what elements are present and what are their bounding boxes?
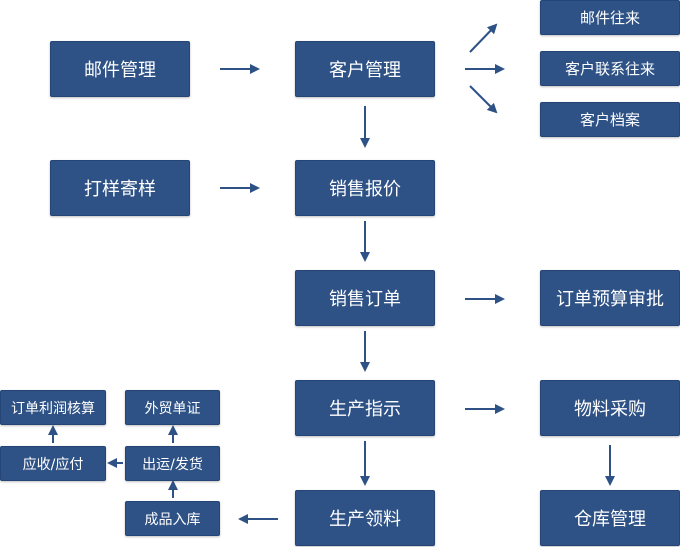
node-material-purchase[interactable]: 物料采购 (540, 380, 680, 436)
node-finished-goods-inbound[interactable]: 成品入库 (125, 501, 220, 536)
node-shipment-delivery[interactable]: 出运/发货 (125, 446, 220, 481)
node-customer-archive[interactable]: 客户档案 (540, 102, 680, 137)
node-material-issue[interactable]: 生产领料 (295, 490, 435, 546)
node-order-profit-accounting[interactable]: 订单利润核算 (0, 390, 106, 425)
node-mail-management[interactable]: 邮件管理 (50, 41, 190, 97)
node-order-budget-approval[interactable]: 订单预算审批 (540, 270, 680, 326)
node-receivable-payable[interactable]: 应收/应付 (0, 446, 106, 481)
node-sample-sending[interactable]: 打样寄样 (50, 160, 190, 216)
arrow-customer-to-archive (469, 85, 498, 114)
node-warehouse-management[interactable]: 仓库管理 (540, 490, 680, 546)
node-customer-contact-exchange[interactable]: 客户联系往来 (540, 51, 680, 86)
node-sales-quote[interactable]: 销售报价 (295, 160, 435, 216)
node-foreign-trade-documents[interactable]: 外贸单证 (125, 390, 220, 425)
node-sales-order[interactable]: 销售订单 (295, 270, 435, 326)
node-customer-management[interactable]: 客户管理 (295, 41, 435, 97)
arrow-customer-to-mail-exchange (469, 23, 498, 53)
node-production-instruction[interactable]: 生产指示 (295, 380, 435, 436)
node-mail-exchange[interactable]: 邮件往来 (540, 0, 680, 35)
